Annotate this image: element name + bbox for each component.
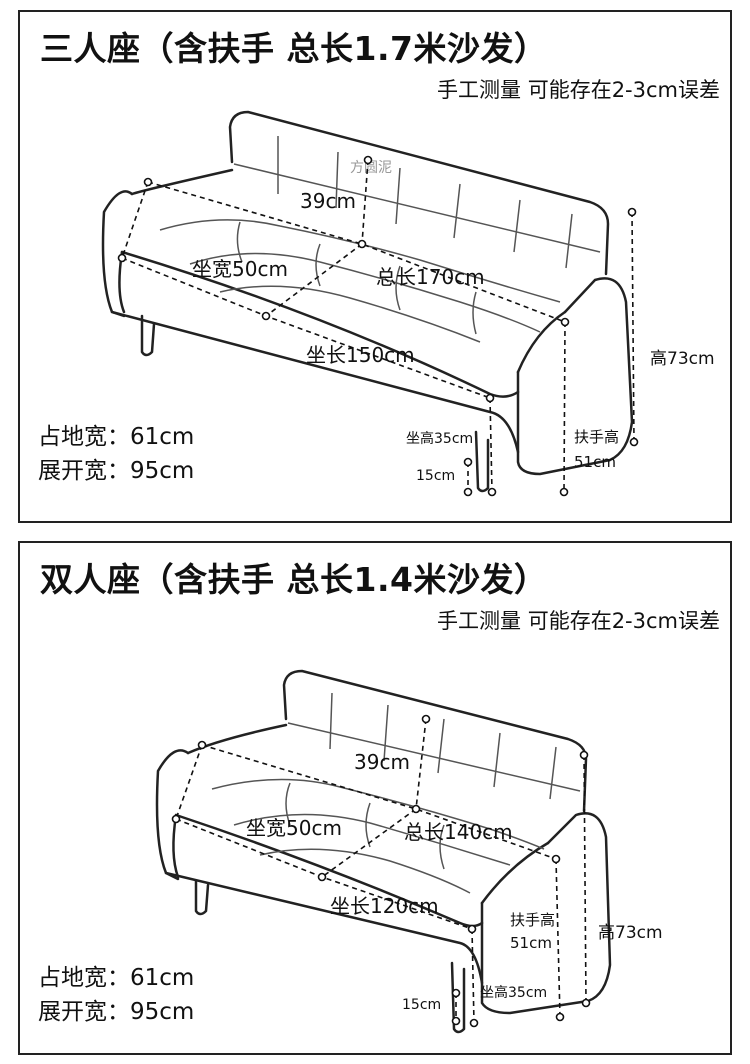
size-specs: 占地宽：61cm 展开宽：95cm bbox=[38, 961, 194, 1029]
measurement-note: 手工测量 可能存在2-3cm误差 bbox=[437, 78, 720, 102]
armrest-height-value: 51cm bbox=[510, 934, 552, 952]
armrest-height-label: 扶手高 bbox=[574, 428, 619, 446]
seat-height-label: 坐高35cm bbox=[480, 984, 547, 1001]
seat-depth-label: 坐宽50cm bbox=[246, 816, 342, 840]
two-seater-sofa-drawing: 39cm 坐宽50cm 总长140cm 坐长120cm 高73cm 坐高35cm… bbox=[155, 669, 663, 1034]
leg-height-label: 15cm bbox=[402, 997, 441, 1013]
measurement-points bbox=[171, 714, 591, 1028]
total-height-label: 高73cm bbox=[598, 923, 663, 943]
back-height-label: 39cm bbox=[300, 189, 356, 213]
total-length-label: 总长140cm bbox=[404, 820, 513, 844]
measurement-points bbox=[117, 155, 639, 497]
floor-width-spec: 占地宽：61cm bbox=[38, 424, 195, 450]
sofa-outline bbox=[101, 110, 634, 493]
seat-length-label: 坐长150cm bbox=[306, 343, 415, 367]
panel-title: 三人座（含扶手 总长1.7米沙发） bbox=[40, 29, 548, 68]
armrest-height-value: 51cm bbox=[574, 453, 616, 471]
watermark: 方圆泥 bbox=[350, 160, 392, 176]
three-seater-panel: 三人座（含扶手 总长1.7米沙发） 手工测量 可能存在2-3cm误差 bbox=[18, 10, 732, 523]
panel-title: 双人座（含扶手 总长1.4米沙发） bbox=[40, 560, 548, 599]
measurement-lines bbox=[121, 159, 635, 493]
total-length-label: 总长170cm bbox=[376, 265, 485, 289]
measurement-note: 手工测量 可能存在2-3cm误差 bbox=[437, 609, 720, 633]
seat-length-label: 坐长120cm bbox=[330, 894, 439, 918]
two-seater-panel: 双人座（含扶手 总长1.4米沙发） 手工测量 可能存在2-3cm误差 bbox=[18, 541, 732, 1055]
unfolded-width-spec: 展开宽：95cm bbox=[38, 999, 195, 1025]
size-specs: 占地宽：61cm 展开宽：95cm bbox=[38, 420, 194, 488]
cushion-tufting bbox=[211, 692, 581, 894]
cushion-tufting bbox=[159, 136, 601, 343]
floor-width-spec: 占地宽：61cm bbox=[38, 965, 195, 991]
total-height-label: 高73cm bbox=[650, 349, 715, 369]
unfolded-width-spec: 展开宽：95cm bbox=[38, 458, 195, 484]
armrest-height-label: 扶手高 bbox=[510, 911, 555, 929]
seat-height-label: 坐高35cm bbox=[406, 430, 473, 447]
leg-height-label: 15cm bbox=[416, 468, 455, 484]
seat-depth-label: 坐宽50cm bbox=[192, 257, 288, 281]
three-seater-sofa-drawing: 方圆泥 39cm 坐宽50cm 总长170cm 坐长150cm 高73cm 坐高… bbox=[101, 110, 715, 497]
sofa-outline bbox=[155, 669, 612, 1034]
back-height-label: 39cm bbox=[354, 750, 410, 774]
